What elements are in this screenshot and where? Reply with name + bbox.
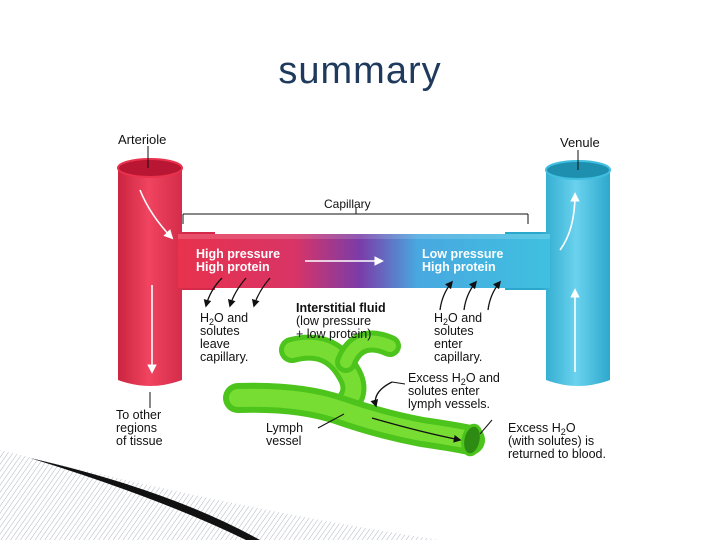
venule-vessel	[505, 170, 610, 386]
enter-line-1: solutes	[434, 324, 474, 338]
interstitial-heading: Interstitial fluid	[296, 301, 386, 315]
venous-protein-label: High protein	[422, 260, 496, 274]
corner-decoration	[0, 450, 440, 540]
arterial-pressure-label: High pressure	[196, 247, 280, 261]
lymph-vessel-label-2: vessel	[266, 434, 301, 448]
excess-lymph-leader	[391, 381, 406, 385]
leave-line-2: leave	[200, 337, 230, 351]
leave-line-3: capillary.	[200, 350, 248, 364]
arterial-protein-label: High protein	[196, 260, 270, 274]
leave-formula: H2O and	[200, 311, 248, 327]
enter-formula: H2O and	[434, 311, 482, 327]
arteriole-label: Arteriole	[118, 132, 166, 147]
slide-title: summary	[278, 50, 442, 92]
interstitial-line-1: (low pressure	[296, 314, 371, 328]
leave-line-1: solutes	[200, 324, 240, 338]
enter-line-2: enter	[434, 337, 463, 351]
lymph-vessel-leader	[317, 413, 345, 429]
excess-lymph-line-2: lymph vessels.	[408, 397, 490, 411]
flow-arrow-arteriole-down	[139, 189, 174, 240]
interstitial-line-2: + low protein)	[296, 327, 371, 341]
return-leader	[479, 419, 493, 435]
venous-pressure-label: Low pressure	[422, 247, 503, 261]
arteriole-opening	[117, 158, 183, 178]
excess-return-line-2: returned to blood.	[508, 447, 606, 461]
excess-lymph-line-1: solutes enter	[408, 384, 480, 398]
excess-return-line-1: (with solutes) is	[508, 434, 594, 448]
capillary-bracket	[182, 208, 529, 224]
enter-line-3: capillary.	[434, 350, 482, 364]
lymph-entry-arrow	[370, 381, 393, 408]
venule-label: Venule	[560, 135, 600, 150]
lymph-vessel-label-1: Lymph	[266, 421, 303, 435]
capillary-label: Capillary	[324, 197, 371, 211]
excess-lymph-formula: Excess H2O and	[408, 371, 500, 387]
lymph-vessel	[223, 330, 485, 457]
other-regions-line-2: regions	[116, 421, 157, 435]
other-regions-line-3: of tissue	[116, 434, 163, 448]
arteriole-vessel	[118, 168, 215, 386]
other-regions-line-1: To other	[116, 408, 161, 422]
outflow-arrows	[203, 277, 271, 308]
lymph-flow-arrow	[371, 417, 462, 443]
excess-return-formula: Excess H2O	[508, 421, 576, 437]
flow-arrow-venule-up	[559, 192, 580, 251]
lymph-vessel-opening	[461, 423, 483, 457]
inflow-arrows	[439, 280, 501, 311]
